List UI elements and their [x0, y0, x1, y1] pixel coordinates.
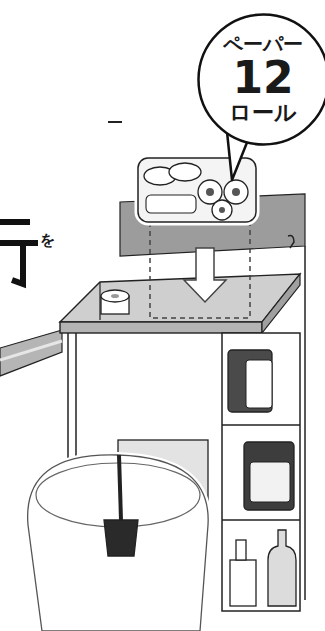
towel-rail — [0, 330, 62, 376]
brush-holder — [104, 520, 138, 556]
heading-particle: を — [40, 233, 55, 248]
right-post — [304, 246, 306, 600]
side-shelf — [222, 519, 300, 521]
placement-outline — [150, 222, 250, 318]
speech-bubble: ペーパー12ロール — [197, 13, 325, 146]
wall-hook — [288, 236, 294, 248]
top-shelf-side — [262, 274, 300, 333]
stored-box-label — [246, 360, 272, 408]
stored-box — [244, 442, 294, 510]
brush-handle — [119, 455, 121, 520]
pack-roll-cores — [206, 188, 240, 213]
towel-rail-shine — [0, 341, 62, 360]
bubble-text: ペーパー — [223, 33, 303, 56]
bubble-text: ロール — [229, 100, 297, 125]
cropped-heading-glyph — [0, 222, 38, 284]
stored-box-label — [250, 462, 290, 502]
bottle-neck — [236, 540, 246, 560]
text-stack: ペーパー12ロール — [197, 13, 325, 146]
pack-roll-side — [146, 195, 196, 213]
toilet-halo — [28, 455, 209, 631]
heading-fragment — [108, 121, 122, 123]
paper-roll-core — [111, 294, 119, 298]
top-shelf-edge — [60, 322, 262, 333]
paper-roll-top — [101, 290, 129, 302]
side-shelf — [222, 424, 300, 426]
bubble-number: 12 — [232, 56, 293, 100]
toilet-bowl — [28, 455, 209, 631]
down-arrow — [184, 248, 226, 302]
stored-box — [228, 350, 272, 412]
bottle — [268, 530, 296, 606]
side-unit — [222, 333, 300, 611]
bottle — [230, 560, 256, 606]
top-shelf — [60, 274, 300, 322]
